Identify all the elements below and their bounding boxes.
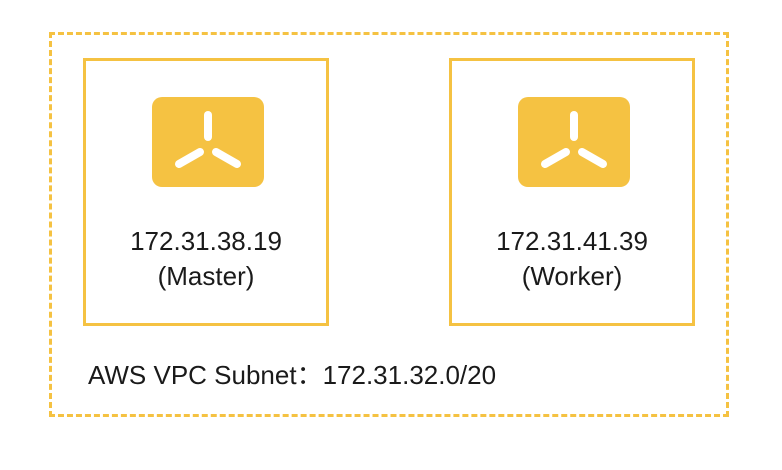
- worker-node-box: 172.31.41.39 (Worker): [449, 58, 695, 326]
- master-node-role: (Master): [157, 261, 255, 291]
- kubernetes-node-icon: [152, 97, 264, 187]
- worker-node-role: (Worker): [521, 261, 623, 291]
- master-node-box: 172.31.38.19 (Master): [83, 58, 329, 326]
- worker-node-ip: 172.31.41.39: [496, 226, 648, 256]
- kubernetes-node-icon: [518, 97, 630, 187]
- master-node-ip: 172.31.38.19: [130, 226, 282, 256]
- vpc-subnet-boundary: [49, 32, 729, 417]
- subnet-label: AWS VPC Subnet：172.31.32.0/20: [88, 360, 497, 390]
